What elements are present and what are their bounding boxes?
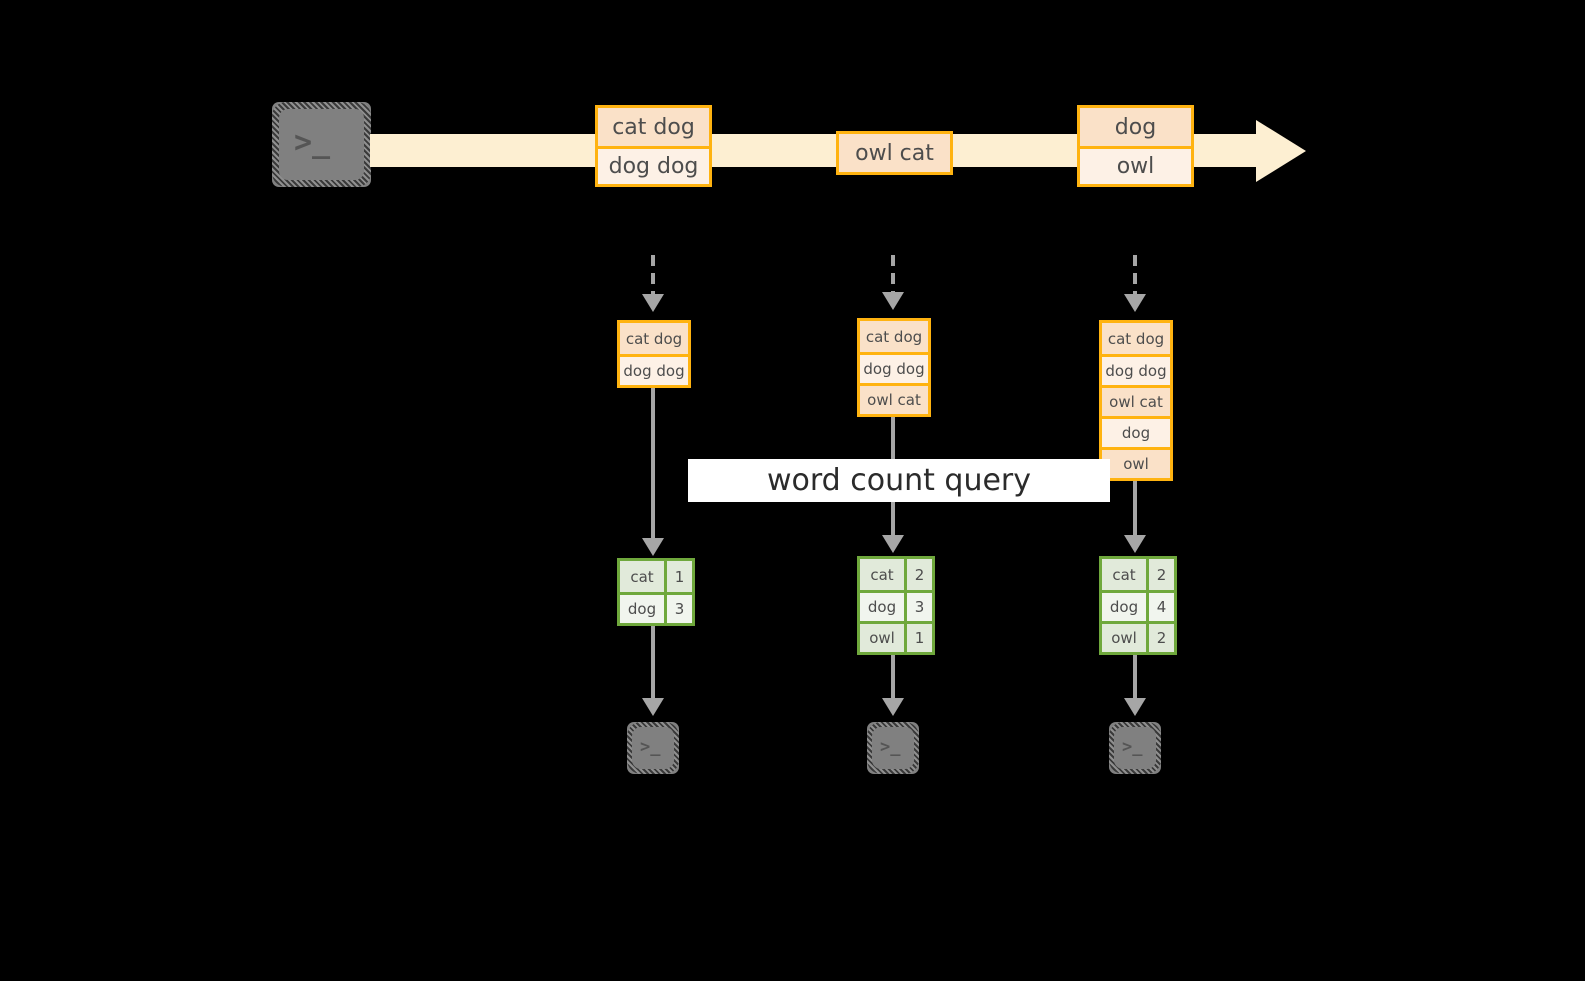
result-count: 2 [1146,624,1174,652]
terminal-body [632,727,674,769]
result-word: dog [1102,593,1146,621]
snapshot-2-sink-arrowhead [882,698,904,716]
snapshot-input-line: cat dog [620,323,688,354]
snapshot-1-tap-line [651,255,655,295]
record-line: cat dog [598,108,709,146]
terminal-body [279,109,364,180]
result-count: 1 [904,624,932,652]
snapshot-1-tap-arrowhead [642,294,664,312]
source-terminal-icon: >_ [265,95,378,194]
table-row: cat 1 [620,561,692,592]
terminal-body [872,727,914,769]
snapshot-1-result-table: cat 1 dog 3 [617,558,695,626]
result-word: owl [1102,624,1146,652]
snapshot-input-line: dog dog [1102,354,1170,385]
snapshot-3-sink-arrowhead [1124,698,1146,716]
query-banner-label: word count query [766,463,1032,498]
snapshot-1-sink-arrowhead [642,698,664,716]
table-row: dog 3 [860,590,932,621]
snapshot-3-query-arrowhead [1124,535,1146,553]
table-row: cat 2 [860,559,932,590]
snapshot-3-tap-arrowhead [1124,294,1146,312]
snapshot-3-tap-line [1133,255,1137,295]
snapshot-1-sink-terminal-icon: >_ [620,715,686,781]
snapshot-input-line: owl [1102,447,1170,478]
snapshot-3-sink-line [1133,652,1137,701]
stream-record-1: cat dog dog dog [595,105,712,187]
result-word: cat [620,561,664,592]
snapshot-2-query-arrowhead [882,535,904,553]
stream-record-3: dog owl [1077,105,1194,187]
terminal-prompt-glyph: >_ [880,737,901,757]
record-line: dog [1080,108,1191,146]
snapshot-2-tap-line [891,255,895,293]
snapshot-1-query-arrowhead [642,538,664,556]
terminal-prompt-glyph: >_ [1122,737,1143,757]
snapshot-3-sink-terminal-icon: >_ [1102,715,1168,781]
snapshot-3-result-table: cat 2 dog 4 owl 2 [1099,556,1177,655]
table-row: cat 2 [1102,559,1174,590]
terminal-prompt-glyph: >_ [640,737,661,757]
snapshot-2-result-table: cat 2 dog 3 owl 1 [857,556,935,655]
table-row: dog 3 [620,592,692,623]
result-count: 3 [904,593,932,621]
snapshot-1-input-box: cat dog dog dog [617,320,691,388]
result-word: dog [860,593,904,621]
result-count: 2 [1146,559,1174,590]
stream-record-2: owl cat [836,131,953,175]
snapshot-input-line: cat dog [860,321,928,352]
record-line: owl [1080,146,1191,184]
result-count: 4 [1146,593,1174,621]
snapshot-2-tap-arrowhead [882,292,904,310]
snapshot-input-line: owl cat [1102,385,1170,416]
result-count: 2 [904,559,932,590]
table-row: owl 2 [1102,621,1174,652]
record-line: dog dog [598,146,709,184]
snapshot-input-line: cat dog [1102,323,1170,354]
record-line: owl cat [839,134,950,172]
snapshot-1-sink-line [651,623,655,701]
result-word: owl [860,624,904,652]
result-word: cat [860,559,904,590]
snapshot-2-input-box: cat dog dog dog owl cat [857,318,931,417]
snapshot-input-line: dog dog [860,352,928,383]
result-count: 1 [664,561,692,592]
snapshot-input-line: dog [1102,416,1170,447]
snapshot-input-line: dog dog [620,354,688,385]
snapshot-2-sink-line [891,652,895,701]
snapshot-2-sink-terminal-icon: >_ [860,715,926,781]
result-count: 3 [664,595,692,623]
snapshot-3-query-line [1133,475,1137,538]
snapshot-3-input-box: cat dog dog dog owl cat dog owl [1099,320,1173,481]
terminal-prompt-glyph: >_ [294,125,331,160]
stream-arrow-head [1256,120,1306,182]
snapshot-input-line: owl cat [860,383,928,414]
result-word: cat [1102,559,1146,590]
table-row: owl 1 [860,621,932,652]
table-row: dog 4 [1102,590,1174,621]
terminal-body [1114,727,1156,769]
query-banner: word count query [688,459,1110,502]
result-word: dog [620,595,664,623]
snapshot-1-query-line [651,382,655,540]
